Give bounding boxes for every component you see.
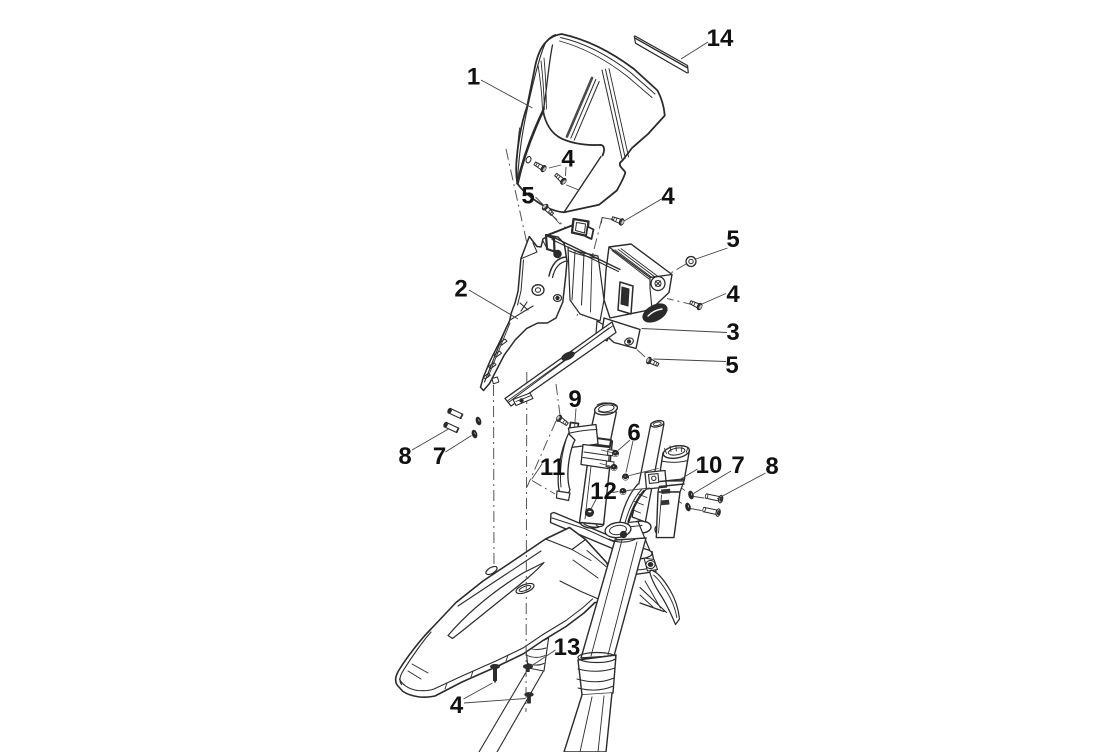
svg-text:6: 6 [627,420,640,447]
svg-text:8: 8 [765,453,778,480]
svg-text:14: 14 [707,25,734,52]
svg-text:9: 9 [568,386,581,413]
svg-text:8: 8 [398,443,411,470]
svg-text:11: 11 [540,454,565,481]
svg-text:4: 4 [450,692,464,719]
svg-text:1: 1 [467,64,480,91]
svg-text:10: 10 [696,452,723,479]
svg-text:5: 5 [725,352,738,379]
svg-text:13: 13 [554,634,581,661]
svg-text:3: 3 [726,319,739,346]
svg-text:7: 7 [433,443,446,470]
svg-text:12: 12 [590,478,617,505]
svg-text:2: 2 [454,276,467,303]
svg-text:4: 4 [726,281,740,308]
svg-text:4: 4 [561,146,575,173]
svg-text:7: 7 [731,452,744,479]
svg-text:5: 5 [521,183,534,210]
svg-text:5: 5 [726,226,739,253]
svg-text:4: 4 [661,183,675,210]
